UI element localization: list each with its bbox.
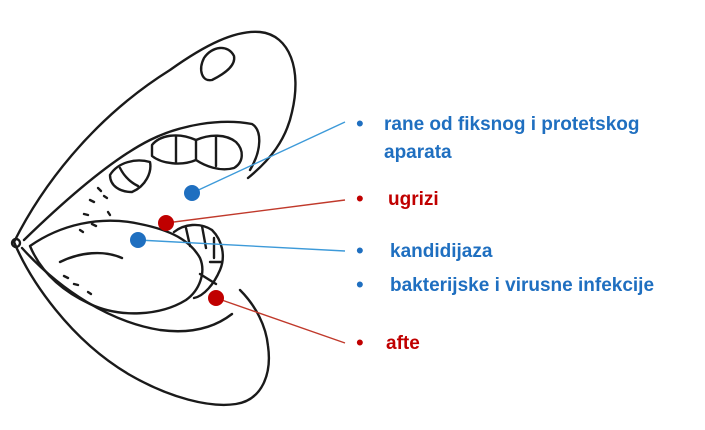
- label-ugrizi: ugrizi: [388, 186, 439, 214]
- label-afte-line1: afte: [386, 333, 420, 354]
- label-ugrizi-line1: ugrizi: [388, 189, 439, 210]
- lower-teeth: [172, 223, 224, 300]
- bullet: •: [356, 238, 364, 263]
- bullet: •: [356, 272, 364, 297]
- bullet: •: [356, 111, 364, 136]
- lip-highlight: [200, 46, 236, 82]
- label-afte: afte: [386, 330, 420, 358]
- leader-line: [215, 297, 346, 344]
- blue-marker-dot: [130, 232, 146, 248]
- leader-line: [165, 199, 346, 224]
- label-kandidijaza: kandidijaza: [390, 238, 492, 266]
- label-rane-line2: aparata: [384, 142, 452, 163]
- label-rane-line1: rane od fiksnog i protetskog: [384, 114, 640, 135]
- label-infekcije: bakterijske i virusne infekcije: [390, 272, 654, 300]
- leader-line: [137, 239, 346, 252]
- label-rane: rane od fiksnog i protetskog aparata: [384, 111, 639, 167]
- bullet: •: [356, 186, 364, 211]
- red-marker-dot: [208, 290, 224, 306]
- label-kandidijaza-line1: kandidijaza: [390, 241, 493, 262]
- blue-marker-dot: [184, 185, 200, 201]
- label-infekcije-line1: bakterijske i virusne infekcije: [390, 275, 655, 296]
- upper-teeth: [150, 134, 243, 171]
- bullet: •: [356, 330, 364, 355]
- leader-line: [191, 121, 346, 194]
- lower-lip: [12, 240, 270, 406]
- upper-lip: [12, 30, 297, 244]
- red-marker-dot: [158, 215, 174, 231]
